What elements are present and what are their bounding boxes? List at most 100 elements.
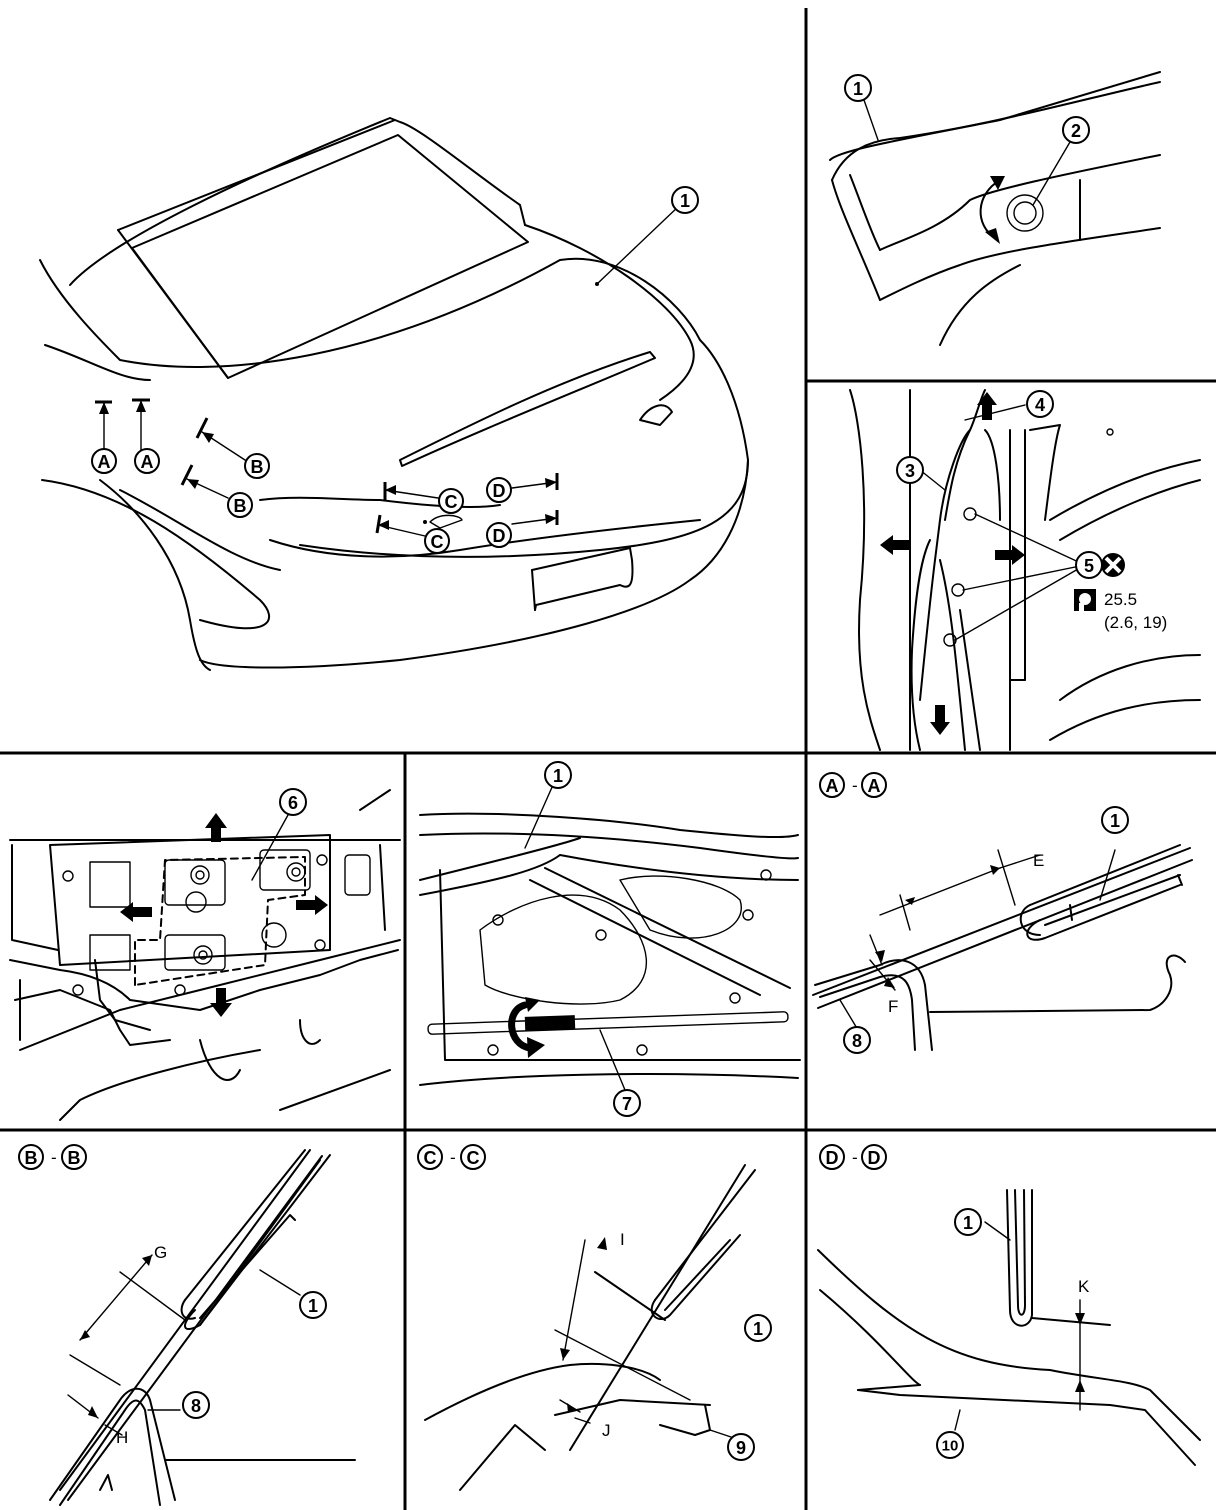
section-mark-b — [180, 417, 246, 499]
section-b-b — [49, 1149, 356, 1506]
svg-text:4: 4 — [1035, 395, 1045, 415]
svg-text:1: 1 — [1110, 811, 1120, 831]
svg-text:D: D — [826, 1148, 839, 1168]
panel-grid — [0, 8, 1216, 1510]
section-mark-d — [511, 473, 559, 525]
section-c-c — [424, 1164, 756, 1491]
svg-text:C: C — [424, 1148, 437, 1168]
svg-text:B: B — [251, 457, 264, 477]
section-title-d-d: D - D — [819, 1144, 887, 1170]
svg-text:A: A — [98, 452, 111, 472]
svg-text:1: 1 — [553, 766, 563, 786]
callout-1-torsion: 1 — [544, 761, 572, 789]
section-a-a — [812, 844, 1193, 1051]
dim-f: F — [888, 997, 898, 1016]
section-mark-a — [95, 398, 150, 451]
svg-text:9: 9 — [736, 1438, 746, 1458]
svg-text:1: 1 — [680, 191, 690, 211]
svg-text:7: 7 — [622, 1094, 632, 1114]
trunk-lid-main-view — [39, 117, 749, 671]
section-mark-c — [375, 482, 463, 537]
svg-text:C: C — [445, 492, 458, 512]
rotate-arrow-icon — [508, 997, 545, 1058]
svg-text:8: 8 — [852, 1031, 862, 1051]
svg-text:6: 6 — [288, 793, 298, 813]
callout-9: 9 — [727, 1433, 755, 1461]
callout-b-upper: B — [244, 453, 270, 479]
direction-arrow-icon — [995, 545, 1025, 565]
svg-text:B: B — [25, 1148, 38, 1168]
svg-text:-: - — [450, 1148, 456, 1167]
svg-text:A: A — [141, 452, 154, 472]
svg-text:2: 2 — [1071, 121, 1081, 141]
svg-text:1: 1 — [308, 1296, 318, 1316]
svg-text:10: 10 — [942, 1438, 959, 1455]
torque-value: 25.5 — [1104, 590, 1137, 609]
callout-1-dd: 1 — [954, 1208, 982, 1236]
dim-h: H — [116, 1428, 128, 1447]
torque-alt-units: (2.6, 19) — [1104, 613, 1167, 632]
callout-1-cc: 1 — [744, 1314, 772, 1342]
direction-arrow-icon — [296, 895, 328, 915]
svg-text:5: 5 — [1084, 556, 1094, 576]
callout-1-aa: 1 — [1101, 806, 1129, 834]
callout-3: 3 — [896, 456, 924, 484]
callout-1-main: 1 — [671, 186, 699, 214]
svg-text:8: 8 — [191, 1396, 201, 1416]
direction-arrow-icon — [120, 902, 152, 922]
callout-8-bb: 8 — [182, 1391, 210, 1419]
callout-2: 2 — [1062, 116, 1090, 144]
callout-10: 10 — [936, 1431, 964, 1459]
callout-4: 4 — [1026, 390, 1054, 418]
torque-wrench-icon — [1074, 589, 1096, 611]
hinge-removal-view — [849, 389, 1201, 751]
svg-text:B: B — [68, 1148, 81, 1168]
dim-j: J — [602, 1421, 611, 1440]
callout-d-upper: D — [486, 477, 512, 503]
callout-c-lower: C — [424, 528, 450, 554]
svg-text:1: 1 — [853, 79, 863, 99]
svg-text:-: - — [852, 776, 858, 795]
svg-text:C: C — [431, 532, 444, 552]
dim-g: G — [154, 1243, 167, 1262]
callout-c-upper: C — [438, 488, 464, 514]
callout-8-aa: 8 — [843, 1026, 871, 1054]
callout-5: 5 — [1075, 551, 1103, 579]
svg-text:D: D — [868, 1148, 881, 1168]
svg-text:-: - — [852, 1148, 858, 1167]
callout-1-cap: 1 — [844, 74, 872, 102]
svg-text:D: D — [493, 481, 506, 501]
callout-7: 7 — [613, 1089, 641, 1117]
callout-a-left: A — [91, 448, 117, 474]
svg-text:A: A — [826, 776, 839, 796]
trunk-finisher-view — [9, 789, 401, 1121]
section-title-c-c: C - C — [417, 1144, 486, 1170]
do-not-reuse-icon — [1101, 553, 1125, 577]
dim-e: E — [1033, 851, 1044, 870]
svg-text:-: - — [51, 1148, 57, 1167]
section-title-b-b: B - B — [18, 1144, 87, 1170]
svg-text:1: 1 — [753, 1319, 763, 1339]
direction-arrow-icon — [880, 535, 910, 555]
callout-1-bb: 1 — [299, 1291, 327, 1319]
direction-arrow-icon — [930, 705, 950, 735]
section-title-a-a: A - A — [819, 772, 887, 798]
callout-a-right: A — [134, 448, 160, 474]
callout-b-lower: B — [227, 492, 253, 518]
torsion-bar-view — [419, 784, 801, 1091]
direction-arrow-icon — [205, 813, 227, 842]
svg-text:3: 3 — [905, 461, 915, 481]
direction-arrow-icon — [210, 988, 232, 1017]
callout-d-lower: D — [486, 522, 512, 548]
dim-i: I — [620, 1230, 625, 1249]
section-d-d — [817, 1189, 1201, 1466]
direction-arrow-icon — [977, 392, 997, 420]
svg-text:1: 1 — [963, 1213, 973, 1233]
dim-k: K — [1078, 1277, 1090, 1296]
callout-6: 6 — [279, 788, 307, 816]
svg-text:A: A — [868, 776, 881, 796]
svg-text:C: C — [467, 1148, 480, 1168]
hinge-cap-view — [829, 71, 1161, 346]
svg-text:D: D — [493, 526, 506, 546]
